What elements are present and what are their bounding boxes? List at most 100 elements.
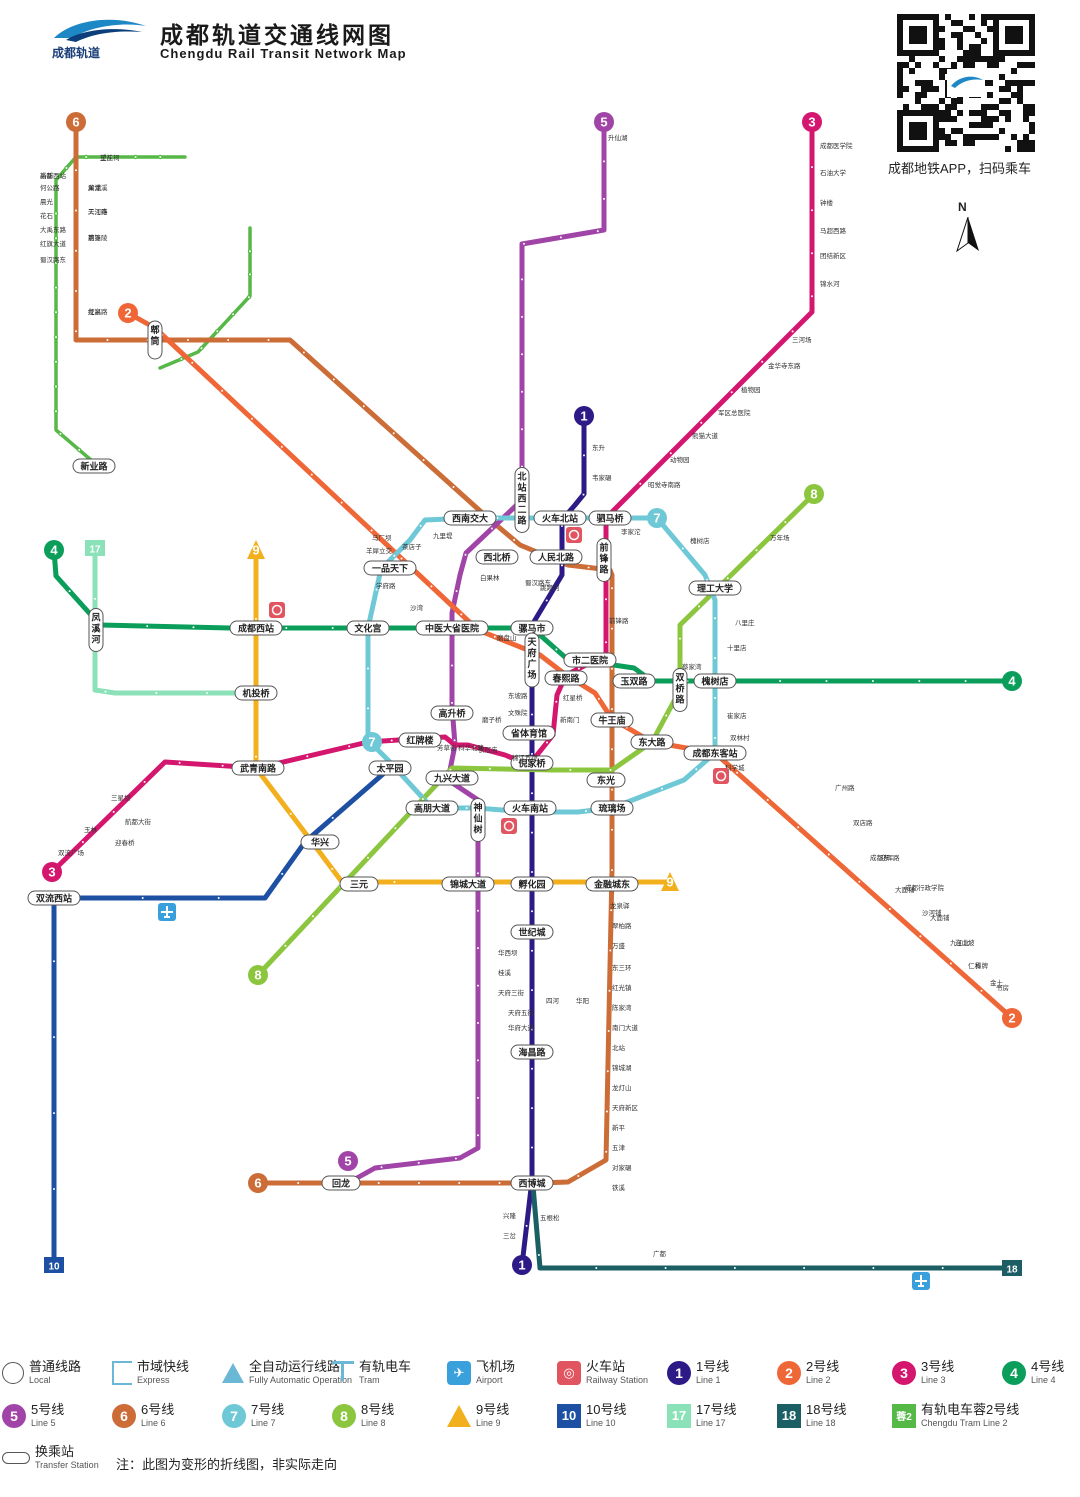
transfer-station[interactable]: 东大路 <box>630 734 674 750</box>
minor-station[interactable] <box>284 625 289 631</box>
minor-station[interactable] <box>472 744 477 750</box>
minor-station[interactable] <box>280 871 285 877</box>
minor-station[interactable] <box>601 196 607 202</box>
minor-station[interactable] <box>140 895 145 901</box>
minor-station[interactable] <box>712 735 718 741</box>
minor-station[interactable] <box>524 1223 529 1229</box>
minor-station[interactable] <box>365 666 371 671</box>
minor-station[interactable] <box>92 596 98 602</box>
minor-station[interactable] <box>309 472 314 477</box>
line-5-badge[interactable]: 5 <box>594 112 614 132</box>
minor-station[interactable] <box>475 1095 481 1101</box>
transfer-station[interactable]: 红牌楼 <box>398 732 442 748</box>
line-4-badge[interactable]: 4 <box>1002 671 1022 691</box>
minor-station[interactable] <box>604 1149 609 1154</box>
minor-station[interactable] <box>391 431 396 436</box>
minor-station[interactable] <box>73 167 79 173</box>
minor-station[interactable] <box>58 431 63 436</box>
minor-station[interactable] <box>185 337 191 343</box>
line-7-badge[interactable]: 7 <box>362 732 382 752</box>
minor-station[interactable] <box>519 427 525 432</box>
minor-station[interactable] <box>519 389 525 394</box>
minor-station[interactable] <box>339 500 344 505</box>
minor-station[interactable] <box>586 565 591 570</box>
transfer-station[interactable]: 东光 <box>586 772 626 788</box>
transfer-station[interactable]: 西北桥 <box>475 549 519 565</box>
minor-station[interactable] <box>754 548 759 553</box>
minor-station[interactable] <box>777 678 783 684</box>
minor-station[interactable] <box>979 988 984 993</box>
transfer-station[interactable]: 市二医院 <box>563 652 617 668</box>
minor-station[interactable] <box>53 285 59 290</box>
minor-station[interactable] <box>609 626 615 631</box>
minor-station[interactable] <box>948 961 954 966</box>
minor-station[interactable] <box>247 248 253 254</box>
minor-station[interactable] <box>609 706 615 712</box>
minor-station[interactable] <box>230 312 236 317</box>
minor-station[interactable] <box>330 866 335 872</box>
transfer-station[interactable]: 火车北站 <box>533 510 587 526</box>
minor-station[interactable] <box>103 689 108 694</box>
minor-station[interactable] <box>199 346 204 351</box>
minor-station[interactable] <box>609 827 615 833</box>
minor-station[interactable] <box>389 738 394 743</box>
line-10-badge[interactable]: 10 <box>44 1257 64 1273</box>
minor-station[interactable] <box>53 359 59 364</box>
line-17-badge[interactable]: 17 <box>85 540 105 556</box>
minor-station[interactable] <box>51 1034 57 1040</box>
minor-station[interactable] <box>73 248 79 253</box>
transfer-station[interactable]: 槐树店 <box>693 673 737 689</box>
minor-station[interactable] <box>53 409 59 414</box>
transfer-station[interactable]: 高升桥 <box>430 705 474 721</box>
minor-station[interactable] <box>429 584 434 589</box>
minor-station[interactable] <box>729 390 734 395</box>
minor-station[interactable] <box>463 552 468 558</box>
minor-station[interactable] <box>310 914 316 919</box>
minor-station[interactable] <box>53 186 59 191</box>
minor-station[interactable] <box>609 747 615 752</box>
transfer-station[interactable]: 世纪城 <box>510 924 554 940</box>
minor-station[interactable] <box>142 779 147 785</box>
transfer-station[interactable]: 新业路 <box>72 458 116 474</box>
minor-station[interactable] <box>331 377 336 382</box>
minor-station[interactable] <box>475 1058 481 1063</box>
qr-code[interactable] <box>897 14 1035 152</box>
minor-station[interactable] <box>529 791 535 796</box>
minor-station[interactable] <box>609 908 614 913</box>
minor-station[interactable] <box>53 235 59 241</box>
minor-station[interactable] <box>365 706 371 711</box>
minor-station[interactable] <box>519 314 525 320</box>
minor-station[interactable] <box>416 1160 421 1166</box>
minor-station[interactable] <box>369 528 374 533</box>
line-6-badge[interactable]: 6 <box>248 1173 268 1193</box>
minor-station[interactable] <box>917 678 922 684</box>
minor-station[interactable] <box>80 839 86 845</box>
transfer-station[interactable]: 省体育馆 <box>502 725 556 741</box>
minor-station[interactable] <box>399 556 404 561</box>
minor-station[interactable] <box>699 420 704 425</box>
transfer-station[interactable]: 西南交大 <box>443 510 497 526</box>
transfer-station[interactable]: 太平园 <box>368 760 412 776</box>
transfer-station[interactable]: 人民北路 <box>529 549 583 565</box>
minor-station[interactable] <box>204 690 210 696</box>
transfer-station[interactable]: 倪家桥 <box>510 755 554 771</box>
minor-station[interactable] <box>330 625 335 631</box>
minor-station[interactable] <box>608 948 613 953</box>
minor-station[interactable] <box>809 164 815 170</box>
minor-station[interactable] <box>392 553 397 558</box>
minor-station[interactable] <box>529 987 535 993</box>
minor-station[interactable] <box>83 154 89 160</box>
minor-station[interactable] <box>420 796 426 802</box>
minor-station[interactable] <box>583 808 589 814</box>
minor-station[interactable] <box>253 754 259 759</box>
minor-station[interactable] <box>189 360 195 365</box>
minor-station[interactable] <box>857 879 862 884</box>
line-18-badge[interactable]: 18 <box>1002 1260 1022 1276</box>
minor-station[interactable] <box>918 934 923 939</box>
transfer-station[interactable]: 成都东客站 <box>683 745 747 761</box>
minor-station[interactable] <box>457 1180 462 1186</box>
minor-station[interactable] <box>158 154 163 160</box>
minor-station[interactable] <box>663 1265 668 1271</box>
